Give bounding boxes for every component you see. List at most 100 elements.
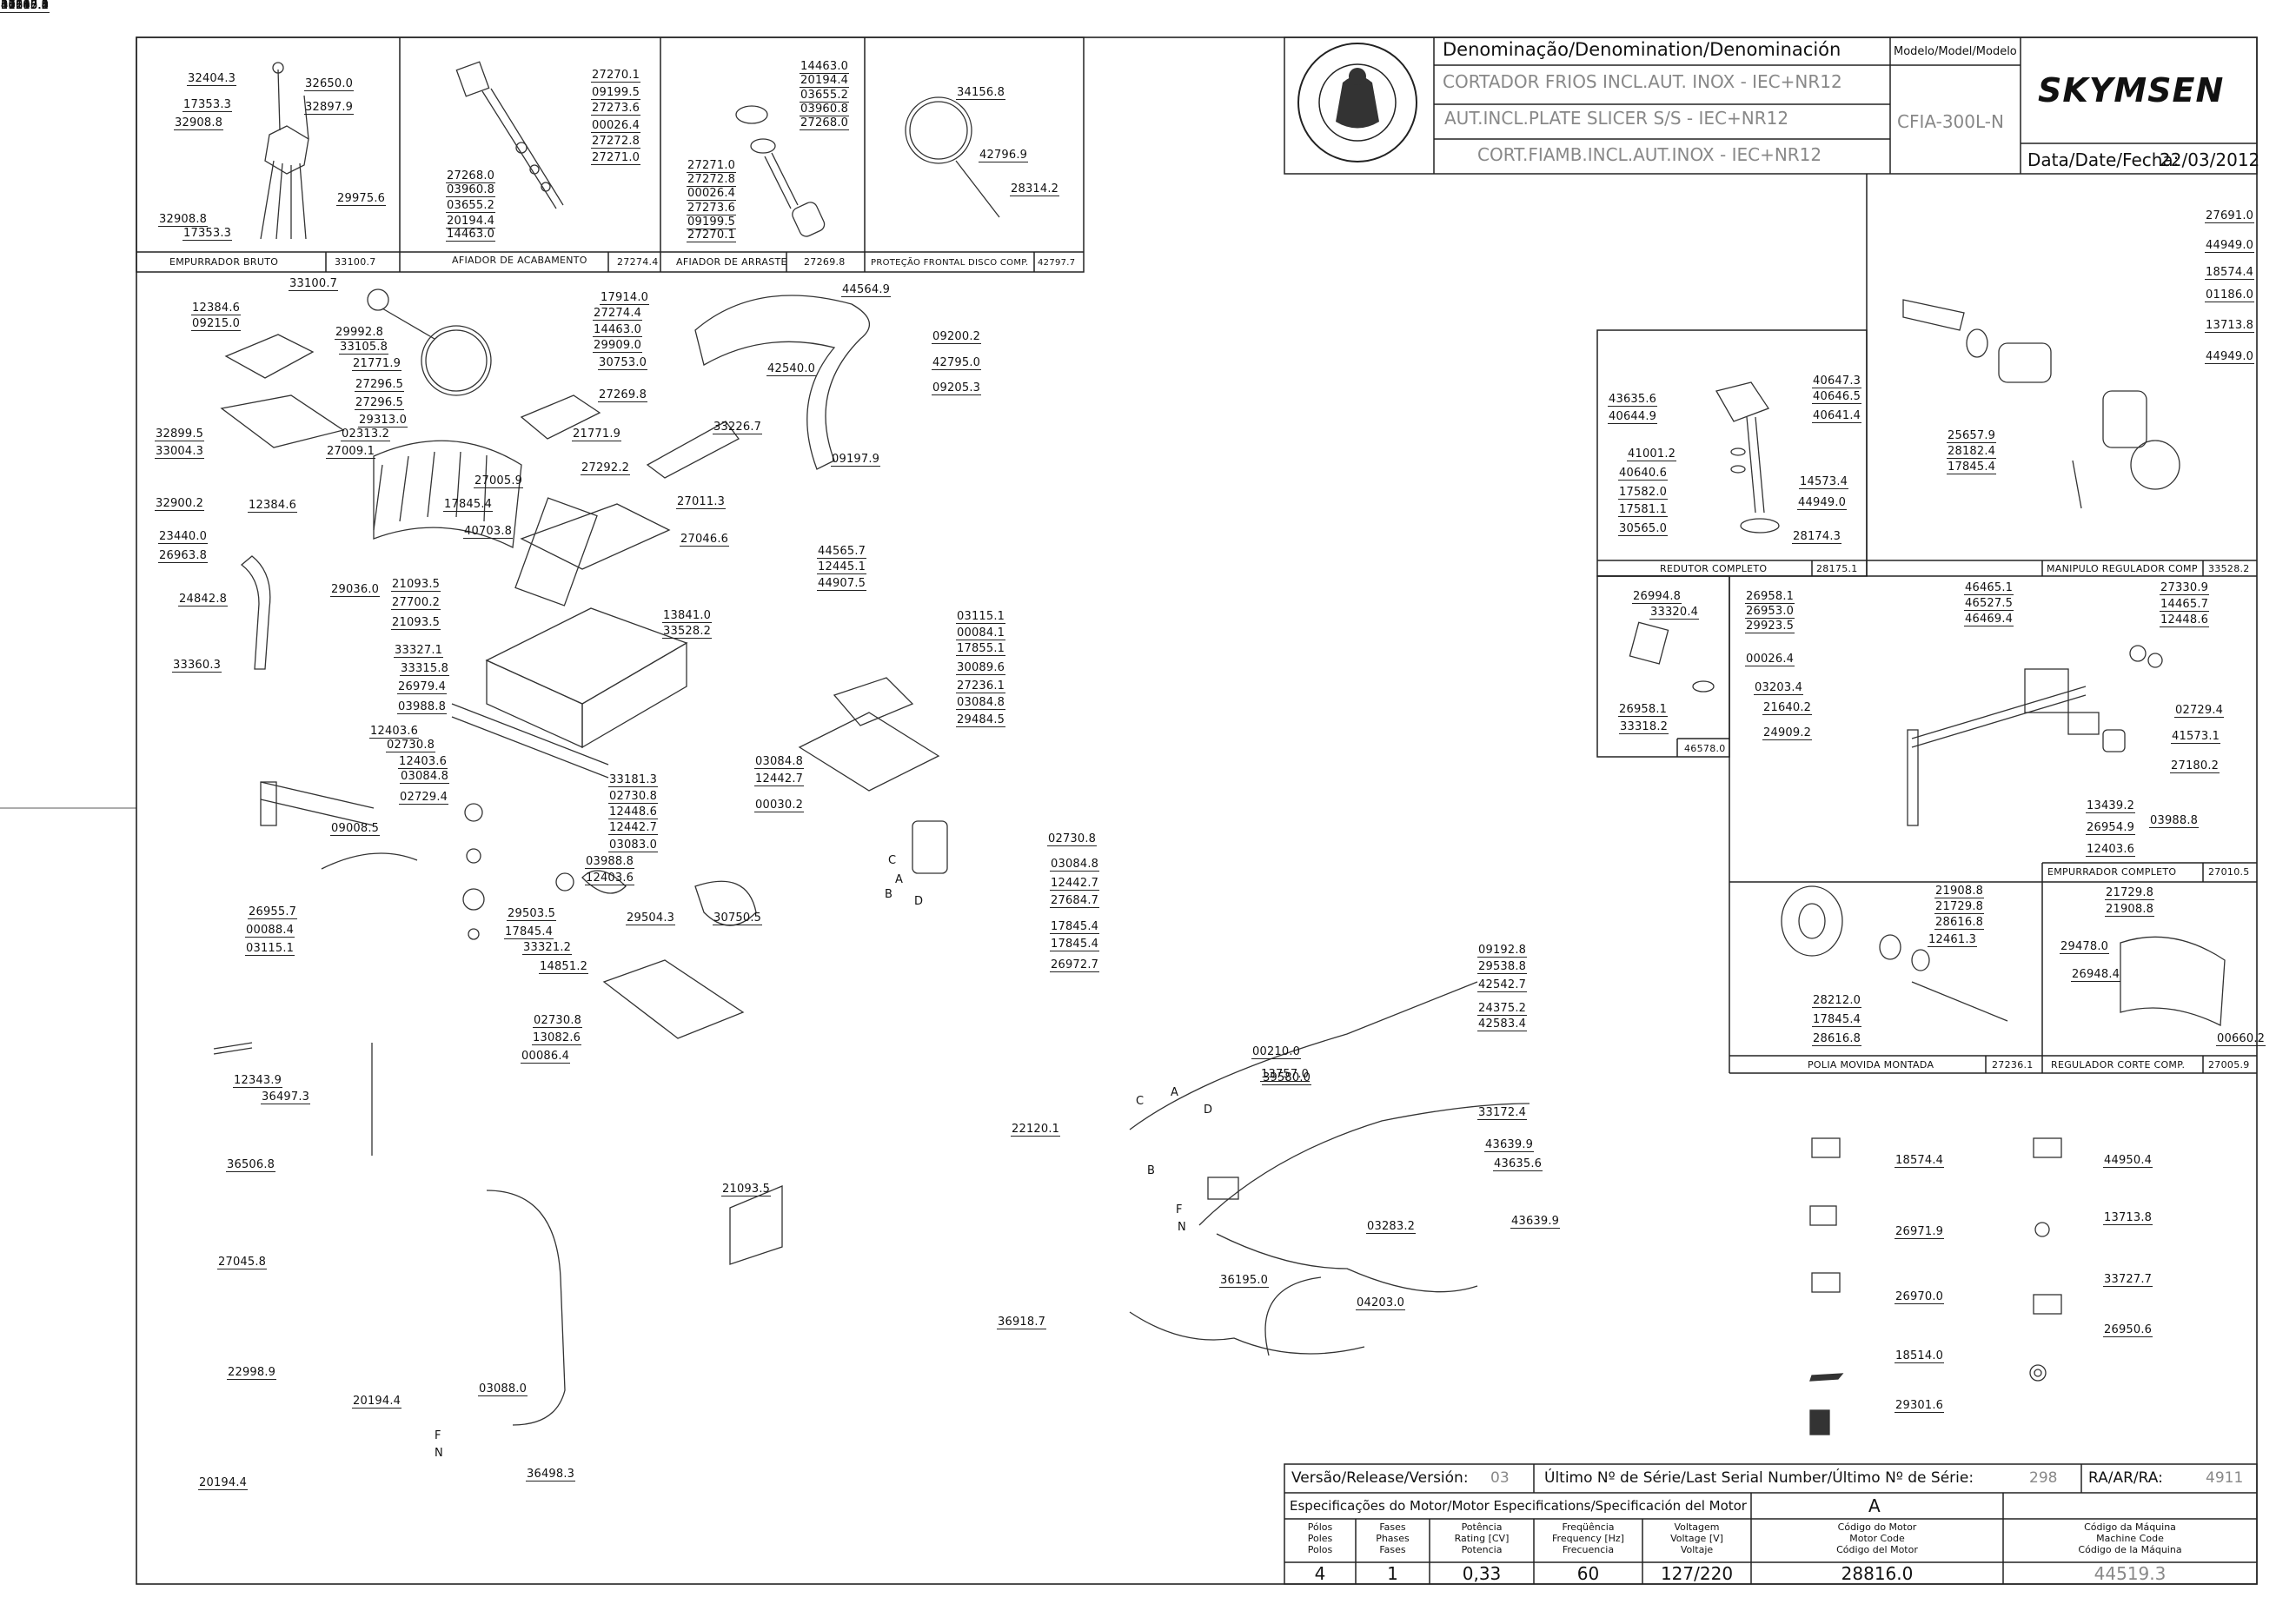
part-callout: 02313.2	[341, 428, 391, 441]
part-callout: 03988.8	[2149, 814, 2200, 828]
part-callout: 28616.8	[1812, 1032, 1862, 1046]
part-callout: 27270.1	[591, 69, 641, 83]
part-callout: 03960.8	[800, 103, 850, 116]
part-callout: 12448.6	[608, 805, 659, 819]
part-callout: 27180.2	[2170, 759, 2220, 773]
wire-letter: A	[1171, 1086, 1178, 1099]
part-callout: 44564.9	[841, 283, 892, 297]
group-caption: PROTEÇÃO FRONTAL DISCO COMP.	[871, 258, 1029, 268]
part-callout: 26963.8	[158, 549, 209, 563]
part-callout: 32908.8	[174, 116, 224, 130]
part-callout: 17855.1	[956, 642, 1006, 656]
part-callout: 21640.2	[1762, 701, 1813, 715]
part-callout: 33004.3	[155, 445, 205, 459]
group-caption: AFIADOR DE ACABAMENTO	[452, 255, 587, 266]
part-callout: 03115.1	[245, 942, 295, 956]
part-callout: 01186.0	[2205, 288, 2255, 302]
part-callout: 33226.7	[713, 421, 763, 434]
group-caption: MANIPULO REGULADOR COMP	[2047, 563, 2198, 574]
part-callout: 24842.8	[178, 593, 229, 607]
part-callout: 32899.5	[155, 428, 205, 441]
part-callout: 17353.3	[182, 98, 233, 112]
part-callout: 12403.6	[369, 725, 420, 739]
ra-value: 4911	[2206, 1469, 2244, 1487]
part-callout: 14463.0	[800, 60, 850, 74]
part-callout: 22998.9	[227, 1366, 277, 1380]
part-callout: 27296.5	[355, 378, 405, 392]
model-label: Modelo/Model/Modelo	[1894, 45, 2017, 58]
part-callout: 12384.6	[248, 499, 298, 513]
part-callout: 03960.8	[446, 183, 496, 197]
part-callout: 32900.2	[155, 497, 205, 511]
part-callout: 27296.5	[355, 396, 405, 410]
part-callout: 33172.4	[1477, 1106, 1528, 1120]
part-callout: 32897.9	[304, 101, 355, 115]
group-caption: POLIA MOVIDA MONTADA	[1808, 1059, 1934, 1071]
wire-letter: D	[1204, 1104, 1213, 1117]
part-callout: 09008.5	[330, 822, 381, 836]
part-callout: 23440.0	[158, 530, 209, 544]
part-callout: 12403.6	[398, 755, 448, 769]
part-callout: 00660.2	[2216, 1032, 2266, 1046]
part-callout: 28314.2	[1010, 182, 1060, 196]
part-callout: 33315.8	[400, 662, 450, 676]
part-callout: 03655.2	[800, 89, 850, 103]
part-callout: 03084.8	[400, 770, 450, 784]
part-callout: 30089.6	[956, 661, 1006, 675]
part-callout: 42795.0	[932, 356, 982, 370]
part-callout: 09205.3	[932, 381, 982, 395]
part-callout: 29975.6	[336, 192, 387, 206]
part-callout: 12442.7	[1050, 877, 1100, 891]
part-callout: 41001.2	[1627, 447, 1677, 461]
part-callout: 03115.1	[956, 610, 1006, 624]
part-callout: 02729.4	[2174, 704, 2225, 718]
part-callout: 27691.0	[2205, 209, 2255, 223]
part-callout: 17845.4	[443, 498, 494, 512]
motor-spec-header: Potência Rating [CV] Potencia	[1454, 1521, 1510, 1555]
part-callout: 17845.4	[504, 925, 554, 939]
part-callout: 27292.2	[581, 461, 631, 475]
part-callout: 28616.8	[1934, 916, 1985, 930]
motor-spec-header: Freqüência Frequency [Hz] Frecuencia	[1552, 1521, 1624, 1555]
part-callout: 12445.1	[817, 560, 867, 574]
part-callout: 29538.8	[1477, 960, 1528, 974]
part-callout: 17845.4	[1812, 1013, 1862, 1027]
part-callout: 26979.4	[397, 680, 448, 694]
part-callout: 13757.0	[1260, 1068, 1311, 1082]
group-code: 27010.5	[2208, 866, 2250, 878]
part-callout: 09215.0	[191, 317, 242, 331]
part-callout: 27700.2	[391, 596, 441, 610]
part-callout: 26950.6	[2103, 1323, 2153, 1337]
part-callout: 12448.6	[2160, 613, 2210, 627]
part-callout: 27011.3	[676, 495, 727, 509]
part-callout: 29313.0	[358, 414, 408, 428]
version-label: Versão/Release/Versión:	[1291, 1469, 1469, 1487]
motor-spec-header: Pólos Poles Polos	[1307, 1521, 1333, 1555]
part-callout: 26955.7	[248, 905, 298, 919]
part-callout: 03203.4	[1754, 681, 1804, 695]
group-caption: 46578.0	[1684, 743, 1726, 754]
part-callout: 27272.8	[591, 135, 641, 149]
part-callout: 03988.8	[397, 700, 448, 714]
part-callout: 36506.8	[226, 1158, 276, 1172]
part-callout: 43639.9	[1510, 1215, 1561, 1229]
wire-letter: C	[1136, 1095, 1145, 1108]
part-callout: 13713.8	[2205, 319, 2255, 333]
part-callout: 21729.8	[1934, 900, 1985, 914]
part-callout: 46465.1	[1964, 581, 2014, 595]
part-callout: 20194.4	[352, 1395, 402, 1409]
part-callout: 30218.0	[0, 0, 50, 13]
part-callout: 29923.5	[1745, 620, 1795, 633]
part-callout: 29301.6	[1895, 1399, 1945, 1413]
motor-spec-header: Fases Phases Fases	[1376, 1521, 1410, 1555]
part-callout: 27273.6	[591, 102, 641, 116]
part-callout: 32908.8	[158, 213, 209, 227]
part-callout: 30753.0	[598, 356, 648, 370]
part-callout: 12461.3	[1928, 933, 1978, 947]
part-callout: 43635.6	[1493, 1157, 1543, 1171]
part-callout: 28174.3	[1792, 530, 1842, 544]
group-caption: REDUTOR COMPLETO	[1660, 563, 1768, 574]
part-callout: 02730.8	[386, 739, 436, 752]
part-callout: 39580.0	[1262, 1071, 1312, 1085]
part-callout: 12384.6	[191, 302, 242, 315]
